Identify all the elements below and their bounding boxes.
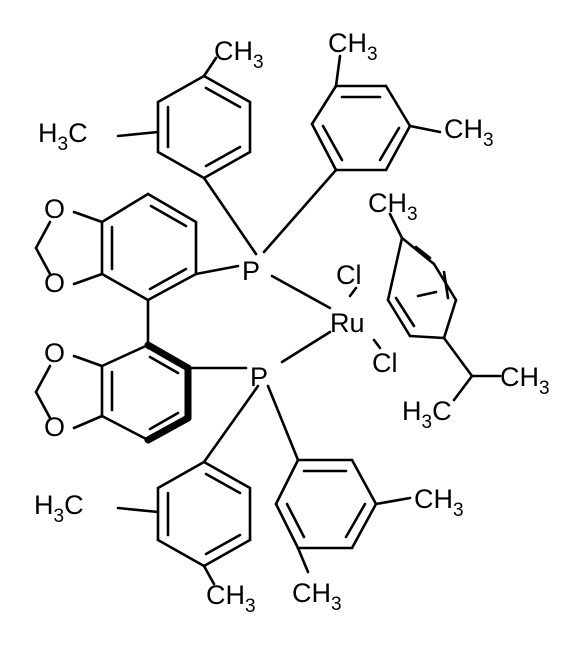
upper-benzodioxole-bonds (34, 192, 240, 302)
oxygen-label: O (44, 194, 65, 224)
atom-labels: CH3 H3C CH3 CH3 O O O O P P Ru Cl Cl CH3… (34, 28, 550, 617)
aryl-bottom-right-bonds (266, 384, 412, 574)
methyl-label: CH3 (292, 578, 342, 615)
methyl-label: CH3 (500, 362, 550, 399)
methyl-label: CH3 (328, 28, 378, 65)
aryl-bottom-left-bonds (116, 384, 260, 586)
oxygen-label: O (44, 338, 65, 368)
aryl-top-left-bonds (116, 56, 258, 256)
methyl-label: H3C (34, 490, 84, 527)
oxygen-label: O (44, 268, 65, 298)
methyl-label: CH3 (214, 36, 264, 73)
lower-benzodioxole-bonds (34, 298, 248, 444)
aryl-top-right-bonds (262, 54, 442, 254)
chlorine-label: Cl (336, 260, 362, 290)
p-cymene-bonds (386, 212, 502, 402)
methyl-label: H3C (402, 396, 452, 433)
metal-bonds (270, 274, 382, 364)
chlorine-label: Cl (372, 348, 398, 378)
phosphorus-label: P (250, 362, 268, 392)
ruthenium-label: Ru (330, 308, 365, 338)
methyl-label: CH3 (368, 188, 418, 225)
methyl-label: H3C (38, 118, 88, 155)
methyl-label: CH3 (414, 484, 464, 521)
oxygen-label: O (44, 412, 65, 442)
methyl-label: CH3 (206, 580, 256, 617)
methyl-label: CH3 (444, 114, 494, 151)
phosphorus-label: P (242, 256, 260, 286)
